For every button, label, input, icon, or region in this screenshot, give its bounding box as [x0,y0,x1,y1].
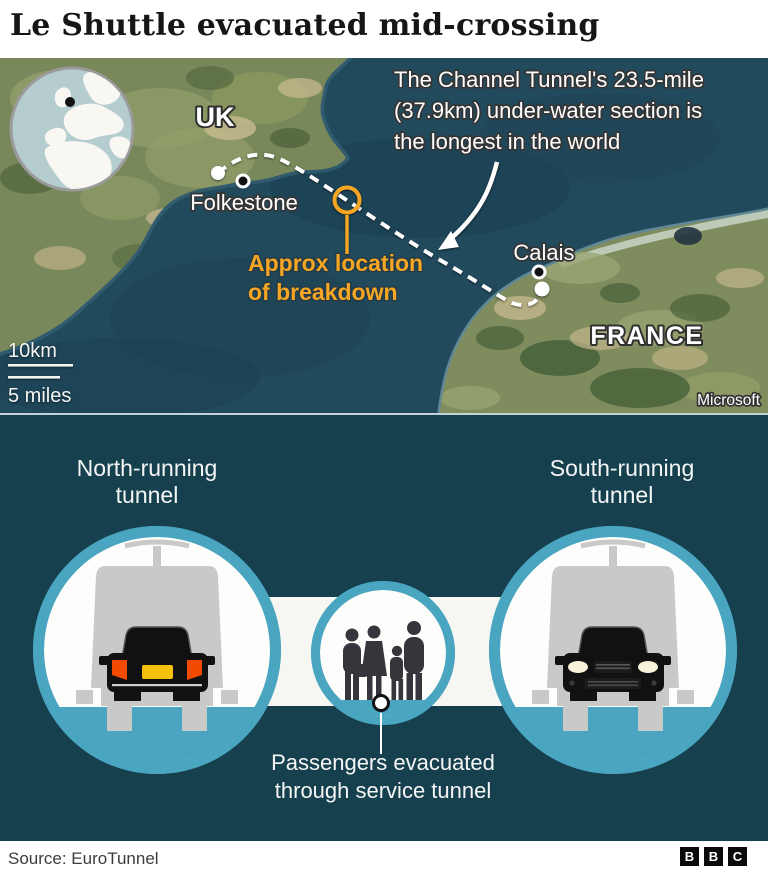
france-label: FRANCE [590,322,703,350]
service-label-line1: Passengers evacuated [271,750,495,775]
bbc-logo: B B C [680,847,747,866]
bbc-logo-letter: C [728,847,747,866]
folkestone-label: Folkestone [190,190,298,215]
north-tunnel-label-line1: North-running [77,455,218,481]
bbc-logo-letter: B [680,847,699,866]
calais-label: Calais [513,240,574,265]
annotation-line2: (37.9km) under-water section is [394,98,702,123]
north-tunnel-label-line2: tunnel [116,482,179,508]
footer: Source: EuroTunnel B B C [0,841,768,876]
folkestone-town-dot [235,173,251,189]
tunnel-route [216,152,543,308]
diagram-svg: North-running tunnel South-running tunne… [0,413,768,841]
calais-town-dot [531,264,547,280]
france-landmass [437,207,768,416]
passengers-icon [343,621,424,700]
annotation-line3: the longest in the world [394,129,620,154]
service-tunnel-circle [311,581,455,725]
tunnel-diagram: North-running tunnel South-running tunne… [0,413,768,841]
breakdown-marker [332,185,362,254]
car-front-icon [555,626,671,701]
south-tunnel-label-line2: tunnel [591,482,654,508]
scale-miles-label: 5 miles [8,385,71,407]
north-tunnel-circle [33,526,281,774]
south-tunnel-label-line1: South-running [550,455,695,481]
south-tunnel-circle [489,526,737,774]
uk-label: UK [196,102,235,132]
folkestone-terminal-dot [211,166,225,180]
channel-map: UK Folkestone Calais FRANCE The Channel … [0,54,768,418]
scale-bar: 10km 5 miles [8,340,73,407]
annotation-arrow-icon [438,161,500,250]
service-pointer-dot [372,694,390,712]
service-label-line2: through service tunnel [275,778,491,803]
source-label: Source: EuroTunnel [8,849,159,868]
map-svg: UK Folkestone Calais FRANCE The Channel … [0,54,768,418]
map-attribution: Microsoft [697,392,761,409]
annotation-line1: The Channel Tunnel's 23.5-mile [394,67,704,92]
globe-inset [9,66,135,192]
page-title: Le Shuttle evacuated mid-crossing [10,8,600,43]
car-rear-icon [99,626,215,701]
breakdown-label-line2: of breakdown [248,279,398,305]
breakdown-label-line1: Approx location [248,250,423,276]
header: Le Shuttle evacuated mid-crossing [0,0,768,58]
bbc-logo-letter: B [704,847,723,866]
globe-location-dot [65,97,75,107]
calais-terminal-dot [534,281,550,297]
scale-km-label: 10km [8,340,57,362]
